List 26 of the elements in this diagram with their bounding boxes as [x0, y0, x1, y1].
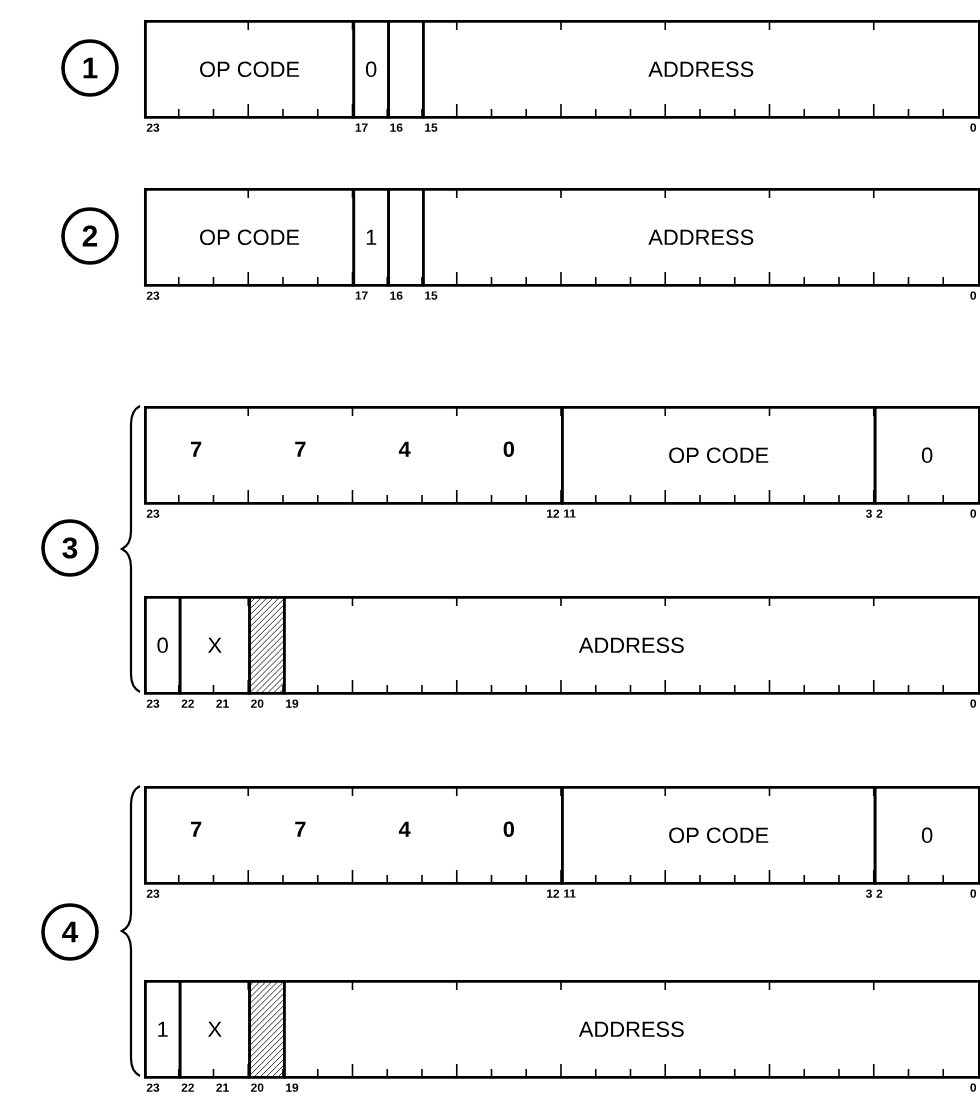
bit-field: X: [178, 980, 251, 1079]
bit-field: ADDRESS: [422, 20, 980, 119]
bit-field: 1: [144, 980, 182, 1079]
bit-field: ADDRESS: [422, 188, 980, 287]
bit-field: ADDRESS: [283, 596, 980, 695]
circled-number: 2: [61, 207, 119, 265]
bit-field: 0: [873, 786, 980, 885]
circled-number: 4: [41, 903, 99, 961]
empty-bit-field: [387, 20, 425, 119]
bit-field: 7 7 4 0: [144, 406, 564, 505]
bit-field: OP CODE: [561, 406, 877, 505]
bit-field: 0: [144, 596, 182, 695]
bit-field: ADDRESS: [283, 980, 980, 1079]
empty-bit-field: [387, 188, 425, 287]
bit-field: 1: [352, 188, 390, 287]
hatched-bit-field: [248, 596, 286, 695]
bit-field: X: [178, 596, 251, 695]
hatched-bit-field: [248, 980, 286, 1079]
bit-field: 7 7 4 0: [144, 786, 564, 885]
bit-field: 0: [352, 20, 390, 119]
bit-field: 0: [873, 406, 980, 505]
bit-field: OP CODE: [561, 786, 877, 885]
bit-field: OP CODE: [144, 20, 356, 119]
circled-number: 1: [61, 39, 119, 97]
bit-field: OP CODE: [144, 188, 356, 287]
circled-number: 3: [41, 519, 99, 577]
